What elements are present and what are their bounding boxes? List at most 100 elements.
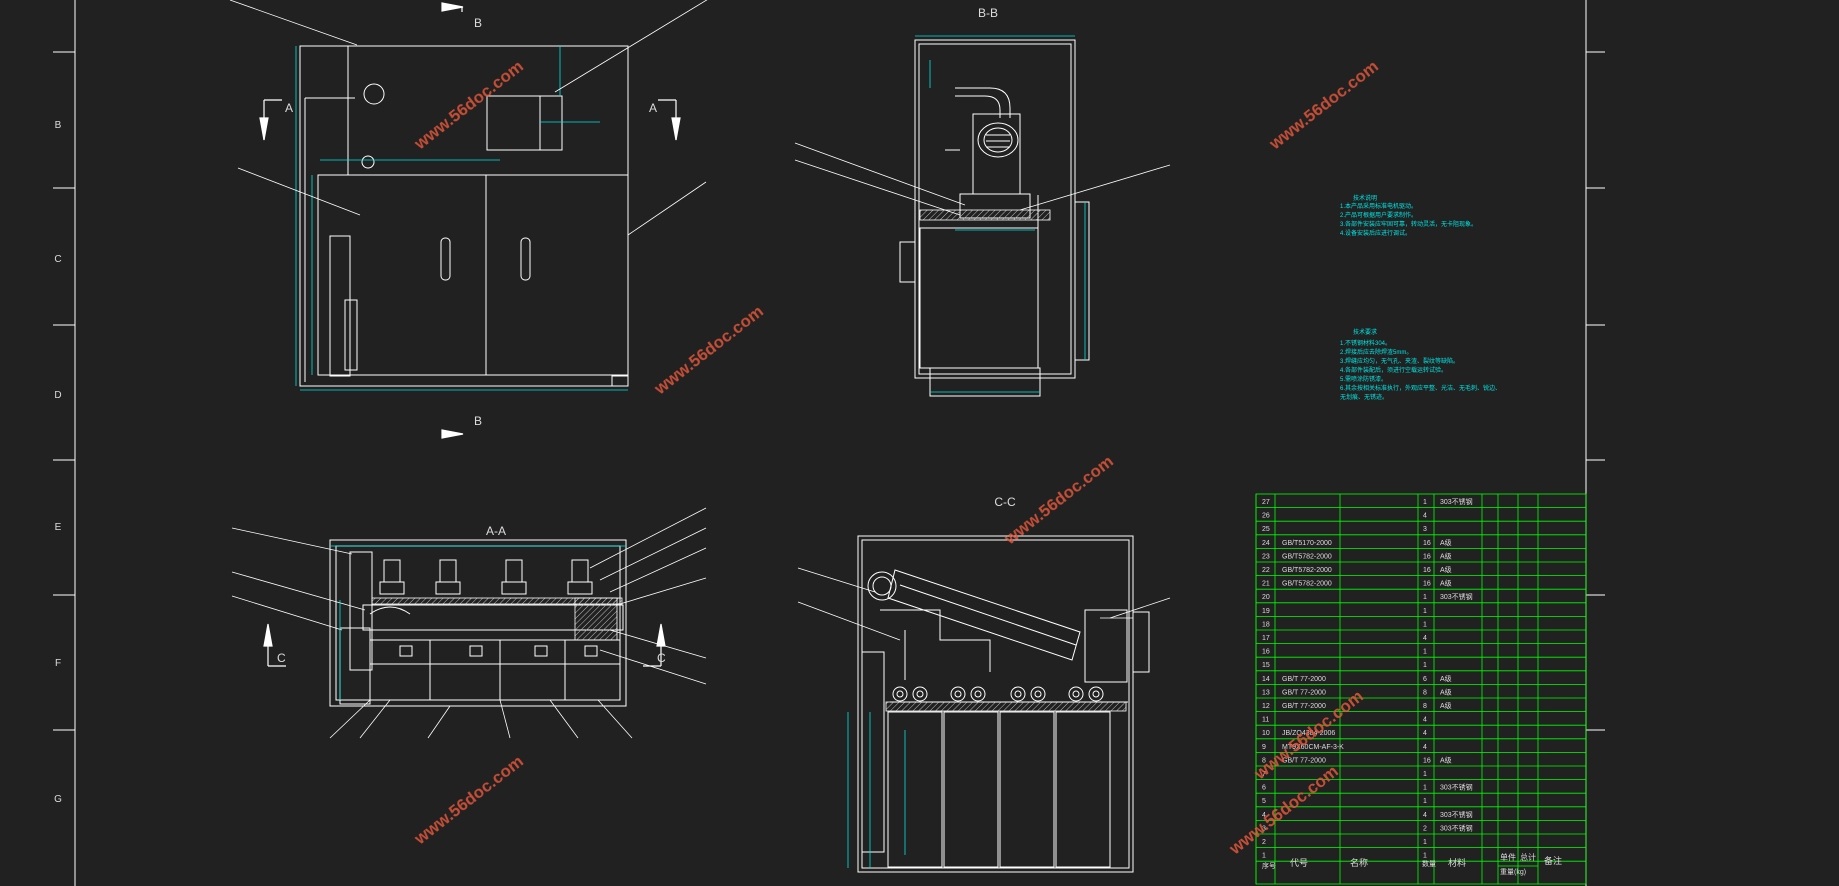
bom-header-remark: 备注 bbox=[1544, 855, 1562, 866]
bom-header-material: 材料 bbox=[1448, 857, 1466, 868]
bom-material: A级 bbox=[1440, 538, 1452, 547]
bom-seq: 2 bbox=[1262, 839, 1266, 846]
roller-wheel bbox=[970, 686, 986, 702]
bom-qty: 1 bbox=[1423, 853, 1427, 860]
bom-qty: 1 bbox=[1423, 839, 1427, 846]
row-label: D bbox=[54, 390, 61, 401]
bom-row: 11 4 bbox=[1262, 717, 1427, 724]
tech-note-line: 1.本产品采用标准电机驱动。 bbox=[1340, 202, 1417, 210]
row-label: B bbox=[55, 120, 62, 131]
section-mark-c-right: C bbox=[657, 651, 666, 665]
bom-material: A级 bbox=[1440, 551, 1452, 560]
req-note-line: 1.不锈钢材料304。 bbox=[1340, 339, 1391, 347]
bom-qty: 1 bbox=[1423, 608, 1427, 615]
bom-row: 23 GB/T5782-2000 16 A级 bbox=[1262, 551, 1452, 560]
section-view-a-a: A-A bbox=[231, 507, 707, 739]
section-view-c-c: C-C bbox=[797, 495, 1171, 873]
bom-material: 303不锈钢 bbox=[1440, 823, 1473, 832]
bom-qty: 16 bbox=[1423, 581, 1431, 588]
bom-seq: 11 bbox=[1262, 717, 1269, 724]
bom-seq: 19 bbox=[1262, 608, 1270, 615]
roller-wheel bbox=[1030, 686, 1046, 702]
bom-code: GB/T 77-2000 bbox=[1282, 676, 1326, 683]
bom-seq: 16 bbox=[1262, 649, 1270, 656]
bom-seq: 9 bbox=[1262, 744, 1266, 751]
roller-hub bbox=[974, 690, 982, 698]
req-note-line: 2.焊接后应去除焊渣5mm。 bbox=[1340, 348, 1412, 356]
bom-header-code: 代号 bbox=[1290, 858, 1308, 868]
req-note-line: 无划痕、无锈迹。 bbox=[1340, 393, 1388, 401]
bom-seq: 18 bbox=[1262, 621, 1270, 628]
tech-note-line: 3.各部件安装应牢固可靠，转动灵活，无卡阻现象。 bbox=[1340, 220, 1477, 228]
req-note-line: 4.各部件装配后，须进行空载运转试验。 bbox=[1340, 366, 1447, 374]
bom-qty: 1 bbox=[1423, 662, 1427, 669]
bom-qty: 3 bbox=[1423, 526, 1427, 533]
roller-hub bbox=[916, 690, 924, 698]
bom-qty: 1 bbox=[1423, 621, 1427, 628]
roller-wheel bbox=[1010, 686, 1026, 702]
bom-qty: 16 bbox=[1423, 553, 1431, 560]
bom-qty: 4 bbox=[1423, 635, 1427, 642]
bom-qty: 8 bbox=[1423, 689, 1427, 696]
bom-seq: 17 bbox=[1262, 635, 1270, 642]
roller-hub bbox=[896, 690, 904, 698]
bom-seq: 4 bbox=[1262, 812, 1266, 819]
bom-qty: 1 bbox=[1423, 785, 1427, 792]
row-label: E bbox=[55, 522, 62, 533]
bom-header-seq: 序号 bbox=[1262, 861, 1276, 870]
bom-seq: 10 bbox=[1262, 730, 1270, 737]
bom-header-name: 名称 bbox=[1350, 857, 1368, 868]
req-notes-title: 技术要求 bbox=[1353, 328, 1377, 336]
bom-seq: 22 bbox=[1262, 567, 1270, 574]
section-mark-c-left: C bbox=[277, 651, 286, 665]
bom-material: 303不锈钢 bbox=[1440, 497, 1473, 506]
bom-grid bbox=[1255, 493, 1587, 885]
view-title-b-b: B-B bbox=[978, 6, 998, 20]
bom-seq: 23 bbox=[1262, 553, 1270, 560]
drawing-frame bbox=[53, 0, 1605, 886]
roller-wheel bbox=[892, 686, 908, 702]
front-view: A A B B bbox=[229, 0, 708, 439]
bom-qty: 1 bbox=[1423, 594, 1427, 601]
bom-header-qty: 数量 bbox=[1422, 859, 1436, 868]
bom-seq: 21 bbox=[1262, 581, 1270, 588]
bom-header: 序号 代号 名称 数量 材料 单件 总计 重量(kg) 备注 bbox=[1262, 852, 1562, 876]
row-label: G bbox=[54, 794, 62, 805]
bom-seq: 26 bbox=[1262, 513, 1270, 520]
bom-qty: 4 bbox=[1423, 717, 1427, 724]
bom-seq: 1 bbox=[1262, 853, 1266, 860]
bom-seq: 27 bbox=[1262, 499, 1270, 506]
bom-qty: 1 bbox=[1423, 798, 1427, 805]
bom-row: 19 1 bbox=[1262, 608, 1427, 615]
bom-seq: 8 bbox=[1262, 757, 1266, 764]
bom-code: GB/T 77-2000 bbox=[1282, 689, 1326, 696]
bom-seq: 6 bbox=[1262, 785, 1266, 792]
bom-row: 26 4 bbox=[1262, 513, 1427, 520]
roller-hub bbox=[1092, 690, 1100, 698]
bom-code: GB/T5170-2000 bbox=[1282, 540, 1332, 547]
tech-note-line: 2.产品可根据用户要求制作。 bbox=[1340, 211, 1417, 219]
req-note-line: 5.需喷涂防锈漆。 bbox=[1340, 375, 1387, 383]
bom-qty: 4 bbox=[1423, 513, 1427, 520]
tech-notes-title: 技术说明 bbox=[1353, 194, 1377, 202]
bom-qty: 8 bbox=[1423, 703, 1427, 710]
bom-material: A级 bbox=[1440, 687, 1452, 696]
bom-code: GB/T5782-2000 bbox=[1282, 553, 1332, 560]
roller-hub bbox=[954, 690, 962, 698]
roller-wheel bbox=[1068, 686, 1084, 702]
bom-qty: 2 bbox=[1423, 825, 1427, 832]
bom-qty: 16 bbox=[1423, 757, 1431, 764]
bom-qty: 6 bbox=[1423, 676, 1427, 683]
